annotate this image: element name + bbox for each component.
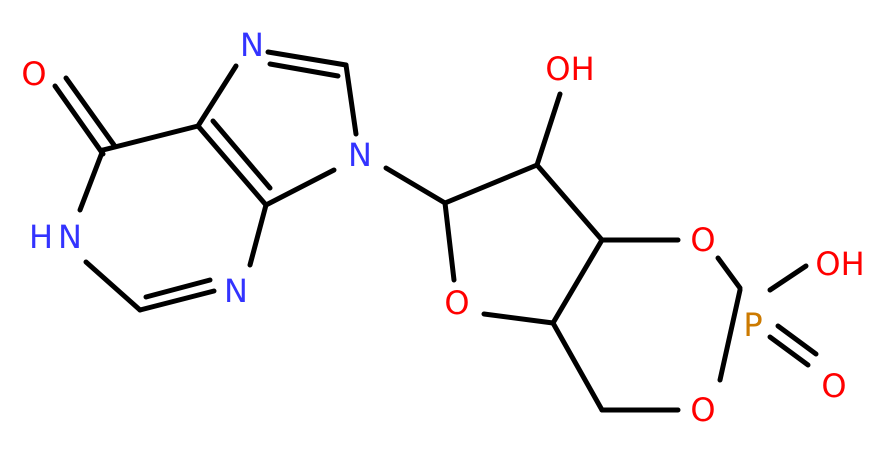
bond <box>383 165 448 206</box>
bond <box>343 62 359 137</box>
bond <box>195 63 239 129</box>
bond <box>100 123 201 153</box>
bond <box>265 49 349 68</box>
carbonyl-oxygen-label: O <box>21 55 46 93</box>
bond <box>263 167 337 208</box>
bond <box>77 147 106 213</box>
bond <box>481 311 556 326</box>
bond <box>775 323 819 357</box>
phosphate-oxygen-upper-label: O <box>690 221 715 259</box>
bond <box>717 287 743 383</box>
phosphate-hydroxyl-label: OH <box>815 245 864 283</box>
bond <box>442 162 540 206</box>
bonds <box>52 49 819 413</box>
bond <box>442 200 457 283</box>
bond <box>715 255 743 291</box>
bond <box>767 334 811 368</box>
bond <box>210 118 273 191</box>
bond <box>534 162 605 243</box>
bond <box>52 83 106 157</box>
bond <box>143 277 213 300</box>
phosphoryl-oxygen-label: O <box>821 367 846 405</box>
atom-labels: O N N H N N OH O O O P OH O <box>21 26 864 429</box>
bond <box>195 123 269 208</box>
amide-h-label: H <box>29 218 53 256</box>
amide-nitrogen-label: N <box>58 218 82 256</box>
bond <box>534 91 563 168</box>
bond <box>83 259 143 313</box>
bond <box>247 202 269 268</box>
phosphate-oxygen-lower-label: O <box>690 391 715 429</box>
bond <box>767 263 809 293</box>
imidazole-nitrogen-label: N <box>240 26 264 64</box>
phosphorus-label: P <box>743 306 762 344</box>
bond <box>550 237 605 326</box>
bond <box>137 288 217 313</box>
glycosidic-nitrogen-label: N <box>348 136 372 174</box>
bond <box>63 75 117 148</box>
bond <box>267 61 341 79</box>
bond <box>550 320 605 413</box>
pyrimidine-nitrogen-label: N <box>224 272 248 310</box>
ribose-hydroxyl-label: OH <box>545 50 594 88</box>
ring-oxygen-label: O <box>444 284 469 322</box>
